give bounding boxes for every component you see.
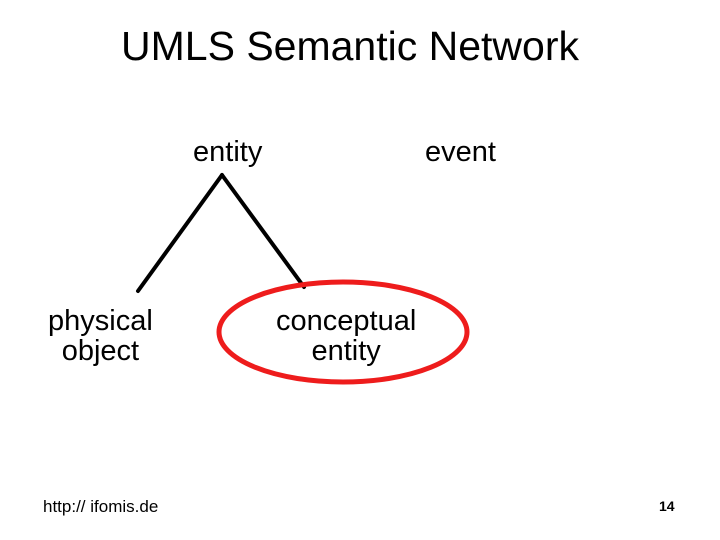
node-entity-label: entity xyxy=(193,136,263,168)
node-event-label: event xyxy=(425,136,496,168)
node-physical-object-line-2: object xyxy=(61,335,140,367)
edge-entity-to-physical-object xyxy=(136,173,224,293)
node-entity: entity xyxy=(193,137,262,167)
edge-entity-to-conceptual-entity xyxy=(220,173,306,289)
node-conceptual-entity-line-2: entity xyxy=(311,335,381,367)
node-conceptual-entity-line-1: conceptual xyxy=(276,305,417,337)
highlight-ellipse xyxy=(216,279,470,385)
footer-url[interactable]: http:// ifomis.de xyxy=(43,497,159,516)
node-event: event xyxy=(425,137,496,167)
node-conceptual-entity: conceptual entity xyxy=(276,306,416,366)
node-physical-object: physical object xyxy=(48,306,153,366)
slide-title: UMLS Semantic Network xyxy=(121,23,579,69)
page-number: 14 xyxy=(659,498,675,514)
node-physical-object-line-1: physical xyxy=(48,305,153,337)
